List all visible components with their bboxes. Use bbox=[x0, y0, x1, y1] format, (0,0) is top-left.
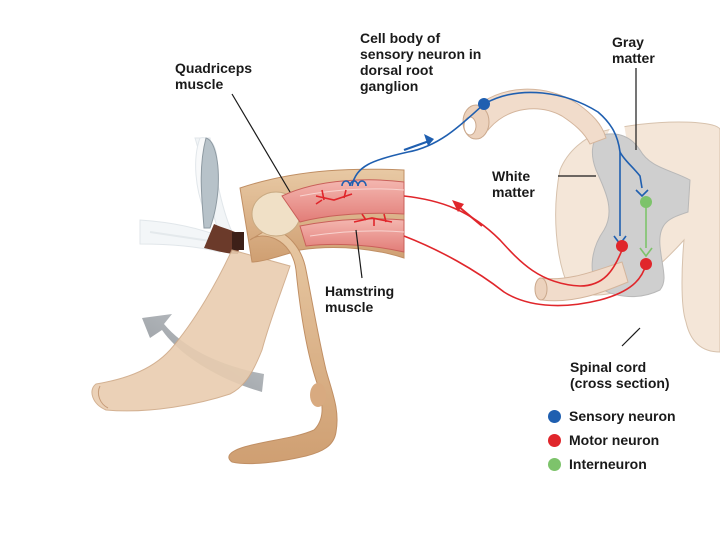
leader-lines bbox=[231, 68, 641, 347]
legend-dot-motor bbox=[548, 433, 561, 447]
sensory-arrowhead bbox=[424, 134, 434, 146]
legend: Sensory neuron Motor neuron Interneuron bbox=[548, 404, 676, 476]
dorsal-root bbox=[462, 88, 607, 145]
legend-dot-interneuron bbox=[548, 457, 561, 471]
sensory-cell-body bbox=[478, 98, 490, 110]
motor-cell-body-2 bbox=[640, 258, 652, 270]
cell-body-label: Cell body of sensory neuron in dorsal ro… bbox=[360, 30, 482, 94]
ventral-root bbox=[534, 261, 629, 302]
legend-item-interneuron: Interneuron bbox=[548, 452, 676, 476]
gray-matter-label: Gray matter bbox=[612, 34, 655, 66]
thigh-muscles bbox=[281, 179, 405, 253]
white-matter-label: White matter bbox=[492, 168, 535, 200]
motor-signal-arrow bbox=[457, 205, 483, 227]
motor-cell-body-1 bbox=[616, 240, 628, 252]
legend-item-motor: Motor neuron bbox=[548, 428, 676, 452]
legend-label-sensory: Sensory neuron bbox=[569, 408, 676, 424]
legend-dot-sensory bbox=[548, 409, 561, 423]
legend-label-motor: Motor neuron bbox=[569, 432, 660, 448]
motor-arrowhead bbox=[452, 200, 464, 212]
reflex-hammer bbox=[200, 137, 244, 254]
motor-neurons bbox=[315, 189, 647, 307]
kicking-leg bbox=[91, 249, 291, 412]
spinal-cord bbox=[555, 121, 720, 353]
legend-label-interneuron: Interneuron bbox=[569, 456, 647, 472]
interneuron bbox=[639, 196, 653, 258]
hamstring-label: Hamstring muscle bbox=[325, 283, 395, 315]
quadriceps-label: Quadriceps muscle bbox=[175, 60, 253, 92]
spinal-cord-label: Spinal cord (cross section) bbox=[570, 359, 670, 391]
legend-item-sensory: Sensory neuron bbox=[548, 404, 676, 428]
